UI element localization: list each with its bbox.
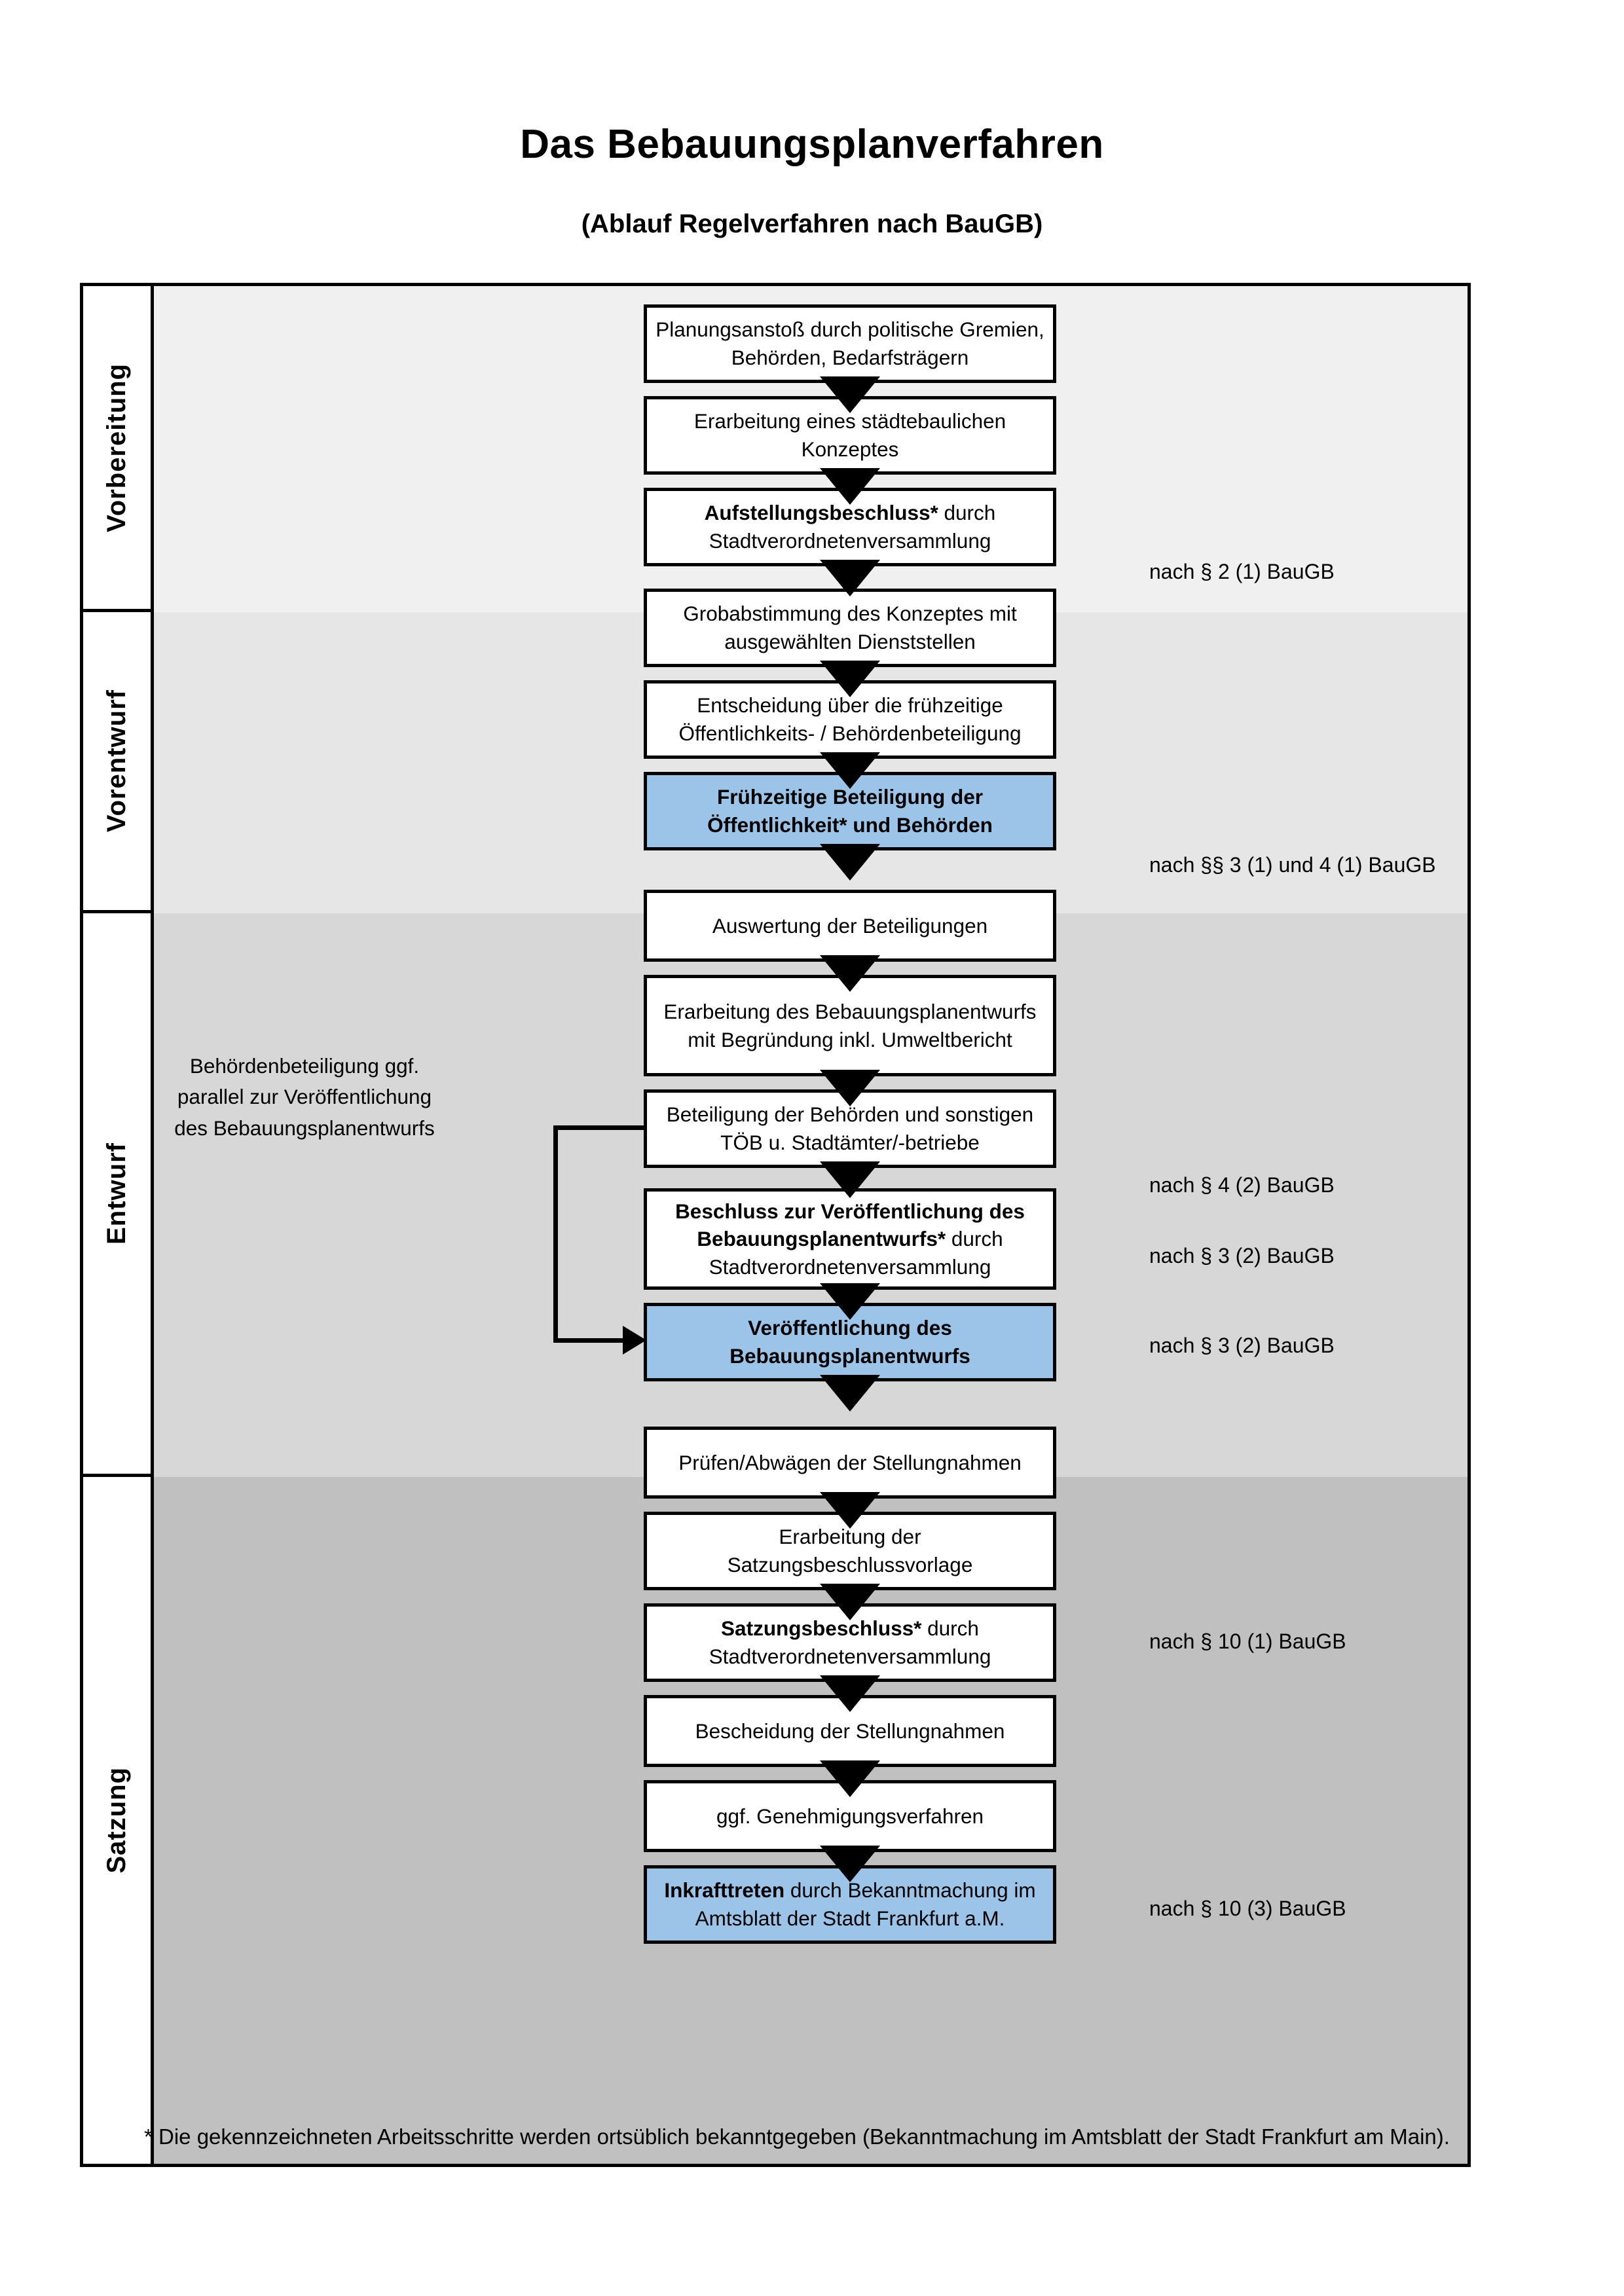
step-bold-s3: Aufstellungsbeschluss* bbox=[704, 501, 938, 525]
flow-arrow-6 bbox=[820, 844, 880, 881]
flow-arrow-13 bbox=[820, 1584, 880, 1620]
step-bold-s10: Beschluss zur Veröffentlichung des Bebau… bbox=[675, 1199, 1025, 1251]
step-text-s7: Auswertung der Beteiligungen bbox=[712, 913, 988, 938]
flow-arrow-10 bbox=[820, 1283, 880, 1320]
phase-cell-entwurf: Entwurf bbox=[83, 913, 151, 1477]
reference-r4: nach § 3 (2) BauGB bbox=[1149, 1244, 1335, 1267]
flow-arrow-11 bbox=[820, 1375, 880, 1412]
step-box-s1[interactable]: Planungsanstoß durch politische Gremien,… bbox=[644, 304, 1056, 383]
step-box-s7[interactable]: Auswertung der Beteiligungen bbox=[644, 890, 1056, 962]
step-text-s9: Beteiligung der Behörden und sonstigen T… bbox=[666, 1102, 1034, 1154]
step-text-s16: ggf. Genehmigungsverfahren bbox=[716, 1804, 984, 1828]
step-box-s9[interactable]: Beteiligung der Behörden und sonstigen T… bbox=[644, 1089, 1056, 1168]
phase-cell-satzung: Satzung bbox=[83, 1477, 151, 2164]
reference-r2: nach §§ 3 (1) und 4 (1) BauGB bbox=[1149, 853, 1436, 877]
flow-arrow-2 bbox=[820, 468, 880, 505]
footnote: * Die gekennzeichneten Arbeitsschritte w… bbox=[144, 2124, 1450, 2149]
flow-arrow-4 bbox=[820, 661, 880, 697]
step-bold-s6: Frühzeitige Beteiligung der Öffentlichke… bbox=[707, 785, 993, 837]
phase-label-vorbereitung: Vorbereitung bbox=[102, 363, 131, 532]
page-subtitle: (Ablauf Regelverfahren nach BauGB) bbox=[581, 210, 1043, 238]
reference-r1: nach § 2 (1) BauGB bbox=[1149, 560, 1335, 583]
phase-label-satzung: Satzung bbox=[102, 1767, 131, 1874]
flow-arrow-9 bbox=[820, 1161, 880, 1198]
bypass-arrowhead bbox=[623, 1326, 646, 1355]
phase-cell-vorentwurf: Vorentwurf bbox=[83, 612, 151, 913]
flow-arrow-12 bbox=[820, 1492, 880, 1529]
flow-arrow-14 bbox=[820, 1675, 880, 1712]
reference-r3: nach § 4 (2) BauGB bbox=[1149, 1173, 1335, 1197]
step-box-s12[interactable]: Prüfen/Abwägen der Stellungnahmen bbox=[644, 1427, 1056, 1499]
flow-content-area: Planungsanstoß durch politische Gremien,… bbox=[154, 286, 1467, 2164]
step-text-s12: Prüfen/Abwägen der Stellungnahmen bbox=[678, 1450, 1022, 1474]
phase-label-column: Vorbereitung Vorentwurf Entwurf Satzung bbox=[83, 286, 154, 2164]
flowchart-frame: Vorbereitung Vorentwurf Entwurf Satzung … bbox=[80, 283, 1471, 2167]
step-box-s10[interactable]: Beschluss zur Veröffentlichung des Bebau… bbox=[644, 1188, 1056, 1290]
step-text-s2: Erarbeitung eines städtebaulichen Konzep… bbox=[693, 409, 1006, 461]
step-bold-s11: Veröffentlichung des Bebauungsplanentwur… bbox=[729, 1316, 970, 1368]
step-text-s14: durch Stadtverordnetenversammlung bbox=[709, 1616, 991, 1668]
flow-arrow-16 bbox=[820, 1846, 880, 1882]
step-text-s8: Erarbeitung des Bebauungsplanentwurfs mi… bbox=[663, 999, 1037, 1051]
bypass-segment-top bbox=[553, 1125, 645, 1130]
reference-r5: nach § 3 (2) BauGB bbox=[1149, 1334, 1335, 1357]
step-bold-s14: Satzungsbeschluss* bbox=[721, 1616, 922, 1641]
step-bold-s17: Inkrafttreten bbox=[664, 1878, 785, 1903]
step-text-s4: Grobabstimmung des Konzeptes mit ausgewä… bbox=[683, 602, 1017, 653]
bypass-segment-vertical bbox=[553, 1125, 558, 1343]
reference-r6: nach § 10 (1) BauGB bbox=[1149, 1630, 1346, 1653]
reference-r7: nach § 10 (3) BauGB bbox=[1149, 1897, 1346, 1920]
step-box-s4[interactable]: Grobabstimmung des Konzeptes mit ausgewä… bbox=[644, 589, 1056, 667]
flow-arrow-1 bbox=[820, 376, 880, 413]
page-title: Das Bebauungsplanverfahren bbox=[520, 122, 1104, 167]
flow-arrow-7 bbox=[820, 955, 880, 992]
step-text-s17: durch Bekanntmachung im Amtsblatt der St… bbox=[695, 1878, 1036, 1930]
phase-label-vorentwurf: Vorentwurf bbox=[102, 689, 131, 833]
phase-cell-vorbereitung: Vorbereitung bbox=[83, 286, 151, 612]
step-text-s5: Entscheidung über die frühzeitige Öffent… bbox=[678, 693, 1022, 745]
step-text-s1: Planungsanstoß durch politische Gremien,… bbox=[655, 318, 1044, 369]
flow-arrow-3 bbox=[820, 560, 880, 596]
step-text-s15: Bescheidung der Stellungnahmen bbox=[695, 1719, 1005, 1743]
step-text-s10: durch Stadtverordnetenversammlung bbox=[709, 1227, 1003, 1279]
step-text-s3: durch Stadtverordnetenversammlung bbox=[709, 501, 996, 553]
bypass-segment-bottom bbox=[553, 1338, 625, 1343]
bypass-connector bbox=[154, 286, 652, 1399]
flow-arrow-15 bbox=[820, 1760, 880, 1797]
side-note-behoerdenbeteiligung: Behördenbeteiligung ggf. parallel zur Ve… bbox=[174, 1054, 435, 1140]
flow-arrow-8 bbox=[820, 1070, 880, 1106]
flow-arrow-5 bbox=[820, 752, 880, 789]
phase-label-entwurf: Entwurf bbox=[102, 1142, 131, 1245]
step-text-s13: Erarbeitung der Satzungsbeschlussvorlage bbox=[727, 1525, 973, 1576]
